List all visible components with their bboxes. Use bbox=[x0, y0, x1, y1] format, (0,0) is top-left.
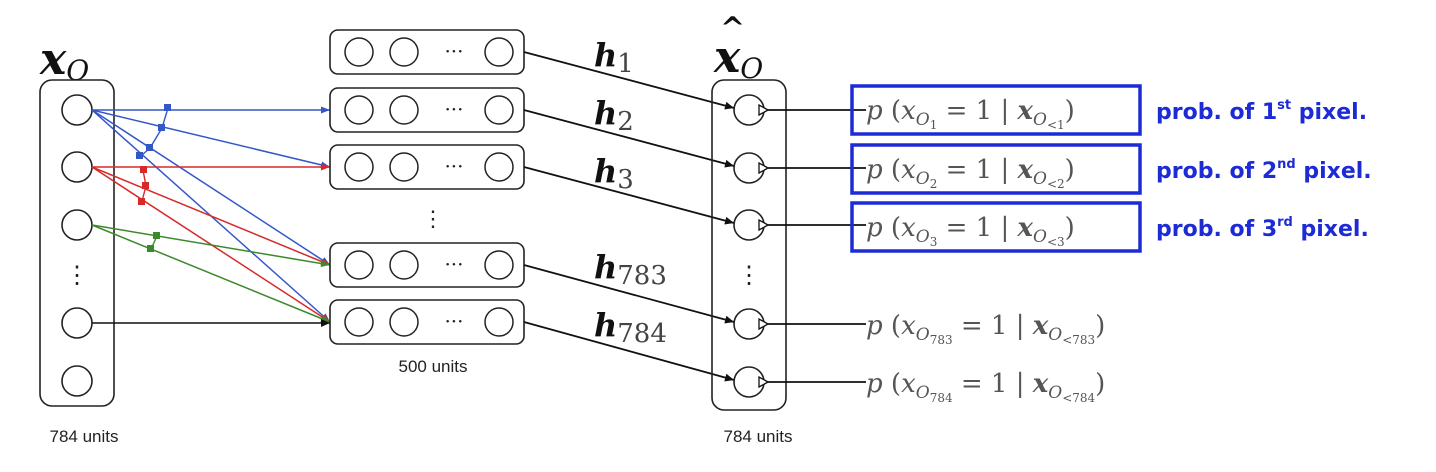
hidden-to-output-edges bbox=[523, 51, 735, 382]
output-title-sub: O bbox=[740, 52, 763, 85]
hidden-row-783: ··· bbox=[329, 242, 525, 288]
prob-expression-1: p (xO1 = 1 | xO<1) bbox=[866, 96, 1075, 132]
output-unit-3 bbox=[733, 209, 765, 241]
h-label-783: h783 bbox=[594, 248, 667, 291]
highlight-box-3 bbox=[850, 201, 1142, 253]
probability-highlight-boxes bbox=[850, 84, 1142, 253]
svg-text:xO: xO bbox=[39, 34, 89, 87]
red-edge-2 bbox=[91, 166, 331, 266]
output-layer: ^ xO ⋮ 784 units bbox=[711, 11, 793, 446]
hidden-output-labels: h1 h2 h3 h783 h784 bbox=[594, 36, 667, 349]
hidden-row-dots: ··· bbox=[444, 252, 463, 276]
hidden-units-label: 500 units bbox=[399, 357, 468, 376]
pixel-annotations: prob. of 1st pixel. prob. of 2nd pixel. … bbox=[1156, 98, 1372, 242]
output-layer-box bbox=[711, 79, 787, 411]
masked-connections bbox=[91, 104, 331, 327]
output-ellipsis: ⋮ bbox=[737, 261, 761, 289]
h-label-2: h2 bbox=[594, 94, 634, 137]
highlight-box-1 bbox=[850, 84, 1142, 136]
hidden-row-dots: ··· bbox=[444, 309, 463, 333]
prob-expression-3: p (xO3 = 1 | xO<3) bbox=[866, 213, 1075, 249]
h-label-1: h1 bbox=[594, 36, 634, 79]
hidden-row-dots: ··· bbox=[444, 97, 463, 121]
hidden-row-784: ··· bbox=[329, 299, 525, 345]
output-unit-783 bbox=[733, 308, 765, 340]
output-unit-1 bbox=[733, 94, 765, 126]
hidden-row-1: ··· bbox=[329, 29, 525, 75]
output-unit-784 bbox=[733, 366, 765, 398]
h-label-3: h3 bbox=[594, 152, 634, 195]
hidden-col-ellipsis: ⋮ bbox=[422, 207, 444, 232]
input-title-var: x bbox=[39, 34, 67, 85]
highlight-box-2 bbox=[850, 143, 1142, 195]
annotation-1st-pixel: prob. of 1st pixel. bbox=[1156, 98, 1367, 125]
hidden-row-dots: ··· bbox=[444, 39, 463, 63]
hidden-layer: ··· ··· ··· ⋮ ··· ·· bbox=[329, 29, 525, 376]
input-layer: xO ⋮ 784 units bbox=[39, 34, 119, 446]
output-title-var: x bbox=[713, 32, 741, 83]
input-unit-784 bbox=[61, 365, 93, 397]
hidden-row-3: ··· bbox=[329, 144, 525, 190]
prob-expression-2: p (xO2 = 1 | xO<2) bbox=[866, 155, 1075, 191]
input-unit-2 bbox=[61, 151, 93, 183]
svg-text:xO: xO bbox=[713, 32, 763, 85]
probability-expressions: p (xO1 = 1 | xO<1) p (xO2 = 1 | xO<2) p … bbox=[866, 96, 1105, 405]
h-label-784: h784 bbox=[594, 306, 667, 349]
input-title-sub: O bbox=[66, 54, 89, 87]
prob-expression-783: p (xO783 = 1 | xO<783) bbox=[866, 311, 1105, 347]
probability-arrows bbox=[768, 110, 866, 382]
input-layer-box bbox=[39, 79, 115, 407]
output-title-hat: ^ bbox=[720, 11, 745, 46]
hidden-row-dots: ··· bbox=[444, 154, 463, 178]
green-edge-1 bbox=[91, 224, 331, 267]
input-unit-783 bbox=[61, 307, 93, 339]
hidden-row-2: ··· bbox=[329, 87, 525, 133]
annotation-3rd-pixel: prob. of 3rd pixel. bbox=[1156, 215, 1369, 242]
input-unit-3 bbox=[61, 209, 93, 241]
blue-edge-2 bbox=[91, 109, 331, 169]
input-units-label: 784 units bbox=[50, 427, 119, 446]
prob-expression-784: p (xO784 = 1 | xO<784) bbox=[866, 369, 1105, 405]
blue-edge-3 bbox=[91, 109, 331, 266]
edge-junction-markers bbox=[136, 104, 171, 252]
input-unit-1 bbox=[61, 94, 93, 126]
output-unit-2 bbox=[733, 152, 765, 184]
annotation-2nd-pixel: prob. of 2nd pixel. bbox=[1156, 157, 1372, 184]
output-units-label: 784 units bbox=[724, 427, 793, 446]
input-ellipsis: ⋮ bbox=[65, 261, 89, 289]
green-edge-2 bbox=[91, 224, 331, 323]
